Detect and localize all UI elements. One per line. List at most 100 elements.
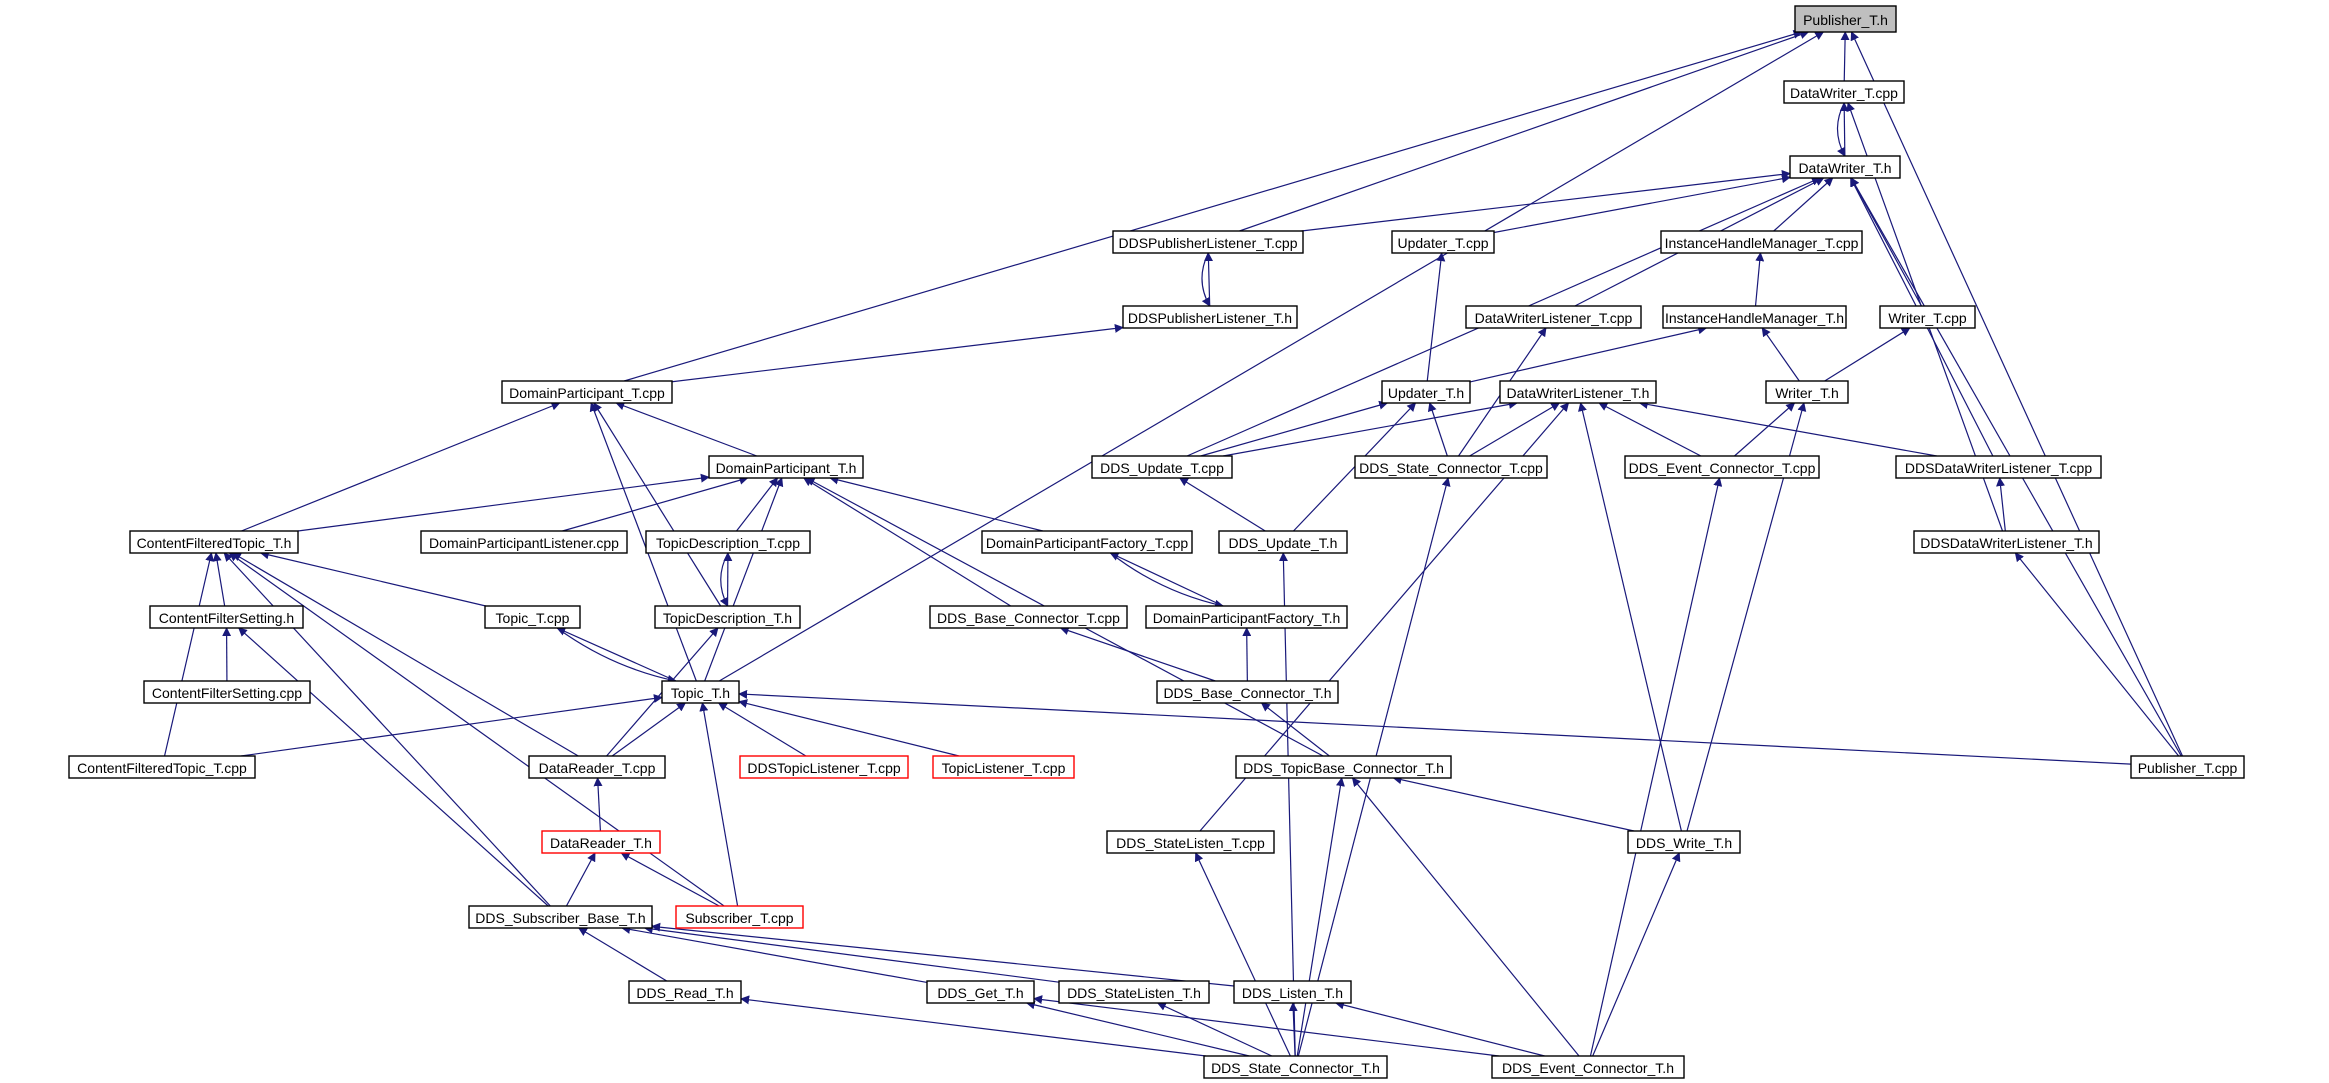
node-dds-statelisten-t-cpp[interactable]: DDS_StateListen_T.cpp xyxy=(1106,830,1275,854)
node-dds-topicbase-connector-t-h[interactable]: DDS_TopicBase_Connector_T.h xyxy=(1235,755,1452,779)
node-contentfiltersetting-h[interactable]: ContentFilterSetting.h xyxy=(149,605,304,629)
node-dds-state-connector-t-h[interactable]: DDS_State_Connector_T.h xyxy=(1203,1055,1388,1079)
node-ddstopiclistener-t-cpp[interactable]: DDSTopicListener_T.cpp xyxy=(739,755,909,779)
node-instancehandlemanager-t-cpp[interactable]: InstanceHandleManager_T.cpp xyxy=(1660,230,1863,254)
node-box xyxy=(1794,5,1897,33)
edge-domainparticipantfactory_t_cpp-to-domainparticipantfactory_t_h xyxy=(1110,552,1224,609)
node-domainparticipantfactory-t-cpp[interactable]: DomainParticipantFactory_T.cpp xyxy=(981,530,1193,554)
edge-dds_get_t_h-to-dds_subscriber_base_t_h xyxy=(621,924,928,984)
node-updater-t-cpp[interactable]: Updater_T.cpp xyxy=(1391,230,1495,254)
node-publisher-t-cpp[interactable]: Publisher_T.cpp xyxy=(2130,755,2245,779)
node-box xyxy=(484,605,581,629)
node-ddspublisherlistener-t-h[interactable]: DDSPublisherListener_T.h xyxy=(1122,305,1298,329)
node-label: DDS_Update_T.h xyxy=(1229,535,1338,551)
node-topic-t-cpp[interactable]: Topic_T.cpp xyxy=(484,605,581,629)
node-dds-write-t-h[interactable]: DDS_Write_T.h xyxy=(1627,830,1741,854)
edge-topicdescription_t_cpp-to-topicdescription_t_h xyxy=(719,552,729,607)
edge-dds_state_connector_t_h-to-dds_read_t_h xyxy=(740,995,1207,1057)
node-label: DomainParticipantListener.cpp xyxy=(429,535,619,551)
node-topic-t-h[interactable]: Topic_T.h xyxy=(661,680,740,704)
edge-dds_subscriber_base_t_h-to-datareader_t_h xyxy=(565,852,596,907)
node-label: DataReader_T.h xyxy=(550,835,652,851)
node-contentfilteredtopic-t-h[interactable]: ContentFilteredTopic_T.h xyxy=(129,530,299,554)
node-publisher-t-h[interactable]: Publisher_T.h xyxy=(1794,5,1897,33)
node-label: Writer_T.h xyxy=(1775,385,1839,401)
node-ddsdatawriterlistener-t-cpp[interactable]: DDSDataWriterListener_T.cpp xyxy=(1895,455,2102,479)
node-label: DataWriter_T.cpp xyxy=(1790,85,1898,101)
node-label: DataWriterListener_T.h xyxy=(1507,385,1650,401)
edge-topiclistener_t_cpp-to-topic_t_h xyxy=(738,699,960,757)
node-contentfiltersetting-cpp[interactable]: ContentFilterSetting.cpp xyxy=(143,680,311,704)
node-label: DDS_Update_T.cpp xyxy=(1100,460,1224,476)
edge-dds_base_connector_t_cpp-to-domainparticipant_t_h xyxy=(803,477,1012,607)
node-dds-statelisten-t-h[interactable]: DDS_StateListen_T.h xyxy=(1058,980,1210,1004)
node-dds-get-t-h[interactable]: DDS_Get_T.h xyxy=(926,980,1035,1004)
node-datawriter-t-cpp[interactable]: DataWriter_T.cpp xyxy=(1783,80,1905,104)
edge-datareader_t_h-to-datareader_t_cpp xyxy=(593,777,603,832)
node-dds-listen-t-h[interactable]: DDS_Listen_T.h xyxy=(1233,980,1352,1004)
node-ddspublisherlistener-t-cpp[interactable]: DDSPublisherListener_T.cpp xyxy=(1112,230,1304,254)
node-box xyxy=(1381,380,1471,404)
node-updater-t-h[interactable]: Updater_T.h xyxy=(1381,380,1471,404)
node-dds-event-connector-t-cpp[interactable]: DDS_Event_Connector_T.cpp xyxy=(1624,455,1820,479)
node-domainparticipant-t-cpp[interactable]: DomainParticipant_T.cpp xyxy=(501,380,673,404)
node-box xyxy=(739,755,909,779)
edge-writer_t_h-to-writer_t_cpp xyxy=(1824,327,1911,382)
node-label: DDS_Listen_T.h xyxy=(1242,985,1343,1001)
node-dds-read-t-h[interactable]: DDS_Read_T.h xyxy=(628,980,742,1004)
node-writer-t-cpp[interactable]: Writer_T.cpp xyxy=(1879,305,1976,329)
edge-ddspublisherlistener_t_cpp-to-publisher_t_h xyxy=(1239,30,1810,232)
edge-dds_listen_t_h-to-dds_subscriber_base_t_h xyxy=(651,922,1235,987)
node-topicdescription-t-cpp[interactable]: TopicDescription_T.cpp xyxy=(645,530,811,554)
node-label: DDS_Base_Connector_T.h xyxy=(1163,685,1331,701)
node-topiclistener-t-cpp[interactable]: TopicListener_T.cpp xyxy=(932,755,1075,779)
node-box xyxy=(654,605,801,629)
node-dds-update-t-h[interactable]: DDS_Update_T.h xyxy=(1218,530,1348,554)
node-label: DDS_Write_T.h xyxy=(1636,835,1732,851)
edge-topicdescription_t_cpp-to-domainparticipant_t_h xyxy=(736,477,779,532)
edge-contentfilteredtopic_t_cpp-to-topic_t_h xyxy=(240,694,663,757)
node-contentfilteredtopic-t-cpp[interactable]: ContentFilteredTopic_T.cpp xyxy=(68,755,256,779)
node-domainparticipant-t-h[interactable]: DomainParticipant_T.h xyxy=(708,455,864,479)
node-dds-subscriber-base-t-h[interactable]: DDS_Subscriber_Base_T.h xyxy=(468,905,653,929)
node-dds-event-connector-t-h[interactable]: DDS_Event_Connector_T.h xyxy=(1491,1055,1685,1079)
node-box xyxy=(645,530,811,554)
edge-dds_base_connector_t_h-to-domainparticipantfactory_t_h xyxy=(1242,627,1252,682)
node-topicdescription-t-h[interactable]: TopicDescription_T.h xyxy=(654,605,801,629)
node-datawriter-t-h[interactable]: DataWriter_T.h xyxy=(1789,155,1901,179)
edge-dds_write_t_h-to-datawriterlistener_t_h xyxy=(1578,402,1682,832)
edge-dds_write_t_h-to-dds_topicbase_connector_t_h xyxy=(1392,775,1635,832)
edge-topicdescription_t_h-to-domainparticipant_t_cpp xyxy=(593,402,722,607)
edge-topic_t_h-to-domainparticipant_t_h xyxy=(704,477,784,682)
node-box xyxy=(501,380,673,404)
node-writer-t-h[interactable]: Writer_T.h xyxy=(1765,380,1849,404)
edge-dds_state_connector_t_h-to-dds_listen_t_h xyxy=(1288,1002,1298,1057)
node-dds-update-t-cpp[interactable]: DDS_Update_T.cpp xyxy=(1091,455,1233,479)
node-datawriterlistener-t-cpp[interactable]: DataWriterListener_T.cpp xyxy=(1465,305,1642,329)
node-dds-base-connector-t-h[interactable]: DDS_Base_Connector_T.h xyxy=(1156,680,1339,704)
edge-dds_read_t_h-to-dds_subscriber_base_t_h xyxy=(577,927,668,982)
node-domainparticipantlistener-cpp[interactable]: DomainParticipantListener.cpp xyxy=(420,530,628,554)
edge-dds_update_t_cpp-to-datawriterlistener_t_h xyxy=(1222,400,1518,457)
node-label: DDS_State_Connector_T.cpp xyxy=(1359,460,1543,476)
node-datareader-t-h[interactable]: DataReader_T.h xyxy=(541,830,661,854)
edge-dds_state_connector_t_h-to-dds_statelisten_t_h xyxy=(1156,1002,1273,1057)
edge-dds_state_connector_t_h-to-dds_statelisten_t_cpp xyxy=(1194,852,1291,1057)
node-label: Updater_T.h xyxy=(1388,385,1464,401)
node-domainparticipantfactory-t-h[interactable]: DomainParticipantFactory_T.h xyxy=(1145,605,1348,629)
node-ddsdatawriterlistener-t-h[interactable]: DDSDataWriterListener_T.h xyxy=(1913,530,2100,554)
node-dds-base-connector-t-cpp[interactable]: DDS_Base_Connector_T.cpp xyxy=(929,605,1128,629)
node-label: DDS_Subscriber_Base_T.h xyxy=(475,910,645,926)
node-label: TopicDescription_T.cpp xyxy=(656,535,800,551)
node-subscriber-t-cpp[interactable]: Subscriber_T.cpp xyxy=(675,905,804,929)
node-datareader-t-cpp[interactable]: DataReader_T.cpp xyxy=(528,755,666,779)
node-label: TopicListener_T.cpp xyxy=(942,760,1066,776)
node-box xyxy=(1624,455,1820,479)
node-dds-state-connector-t-cpp[interactable]: DDS_State_Connector_T.cpp xyxy=(1354,455,1548,479)
node-label: DDSTopicListener_T.cpp xyxy=(747,760,901,776)
edge-topic_t_cpp-to-topic_t_h xyxy=(556,627,677,684)
node-box xyxy=(1789,155,1901,179)
node-datawriterlistener-t-h[interactable]: DataWriterListener_T.h xyxy=(1499,380,1657,404)
edge-dds_event_connector_t_h-to-dds_get_t_h xyxy=(1033,995,1499,1057)
node-instancehandlemanager-t-h[interactable]: InstanceHandleManager_T.h xyxy=(1662,305,1847,329)
